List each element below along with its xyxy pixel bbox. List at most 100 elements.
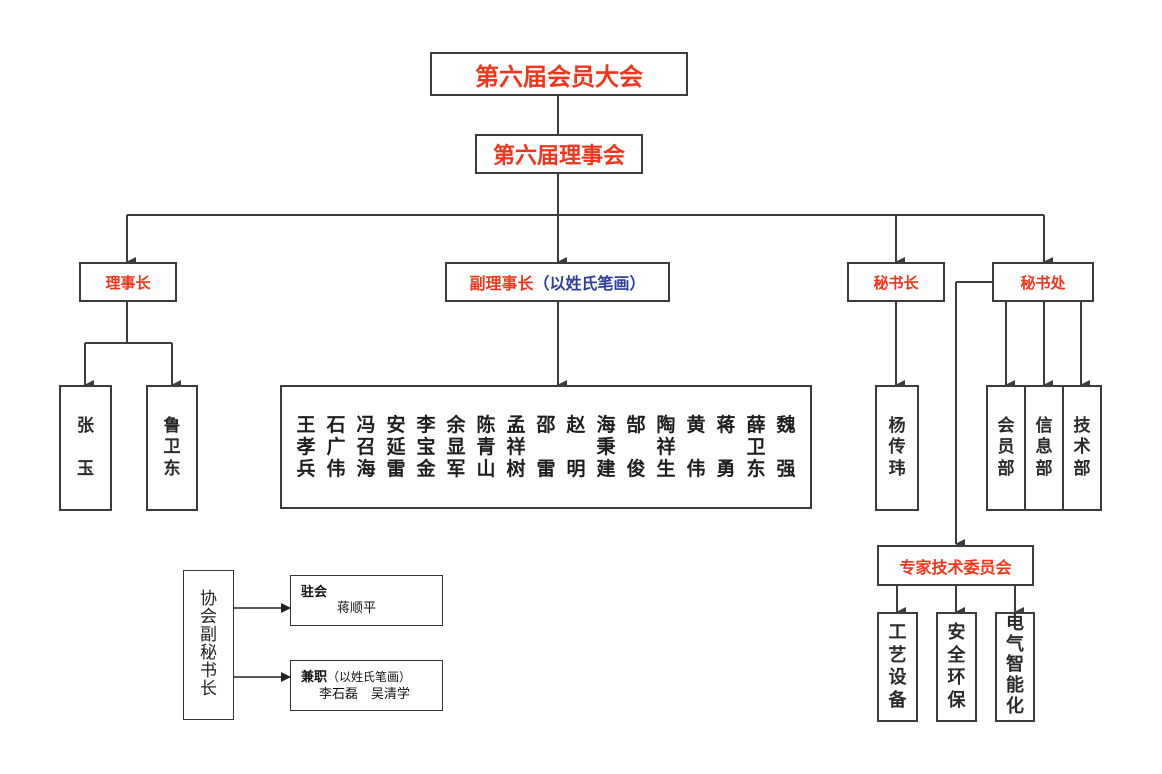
name-char: 伟 <box>326 458 346 480</box>
name-char: 王 <box>296 414 316 436</box>
name-char: 延 <box>386 436 406 458</box>
name-char: 兵 <box>296 458 316 480</box>
name-char: 卫 <box>746 436 766 458</box>
general-assembly-box: 第六届会员大会 <box>430 52 688 96</box>
deputy-label-char: 长 <box>200 678 217 699</box>
name-char: 军 <box>446 458 466 480</box>
vice-chairman-note: （以姓氏笔画） <box>533 274 646 293</box>
expert-group-box: 工 艺 设 备 <box>877 612 918 722</box>
expert-committee-label: 专家技术委员会 <box>899 557 1012 577</box>
vice-chairman-name: 赵明 <box>562 414 590 480</box>
chairman-label: 理事长 <box>105 273 151 292</box>
chairman-member-box: 张 玉 <box>59 385 112 511</box>
vice-chairman-name: 余显军 <box>442 414 470 480</box>
deputy-label-char: 秘 <box>200 643 217 663</box>
name-char: 树 <box>506 458 526 480</box>
department-info-box: 信 息 部 <box>1024 385 1064 511</box>
part-time-deputy-box: 兼职（以姓氏笔画） 李石磊 吴清学 <box>290 660 443 711</box>
group-char: 备 <box>888 689 907 711</box>
vice-chairman-name: 黄伟 <box>682 414 710 480</box>
deputy-label-char: 书 <box>200 660 217 681</box>
vice-chairman-name: 李宝金 <box>412 414 440 480</box>
member-char: 东 <box>163 458 181 479</box>
resident-label: 驻会 <box>301 585 328 600</box>
part-time-note: （以姓氏笔画） <box>327 670 412 684</box>
dept-char: 部 <box>1035 458 1053 479</box>
group-char: 安 <box>947 622 966 643</box>
vice-chairman-name: 陈青山 <box>472 414 500 480</box>
group-char: 化 <box>1006 695 1024 717</box>
name-char: 郜 <box>626 414 646 436</box>
name-char: 邵 <box>536 414 556 436</box>
name-char: 蒋 <box>716 414 736 436</box>
group-char: 全 <box>947 644 966 666</box>
name-char: 黄 <box>686 414 706 436</box>
vice-chairman-name: 郜俊 <box>622 414 650 480</box>
name-char: 强 <box>776 458 796 480</box>
expert-group-box: 电 气 智 能 化 <box>995 612 1035 722</box>
name-char: 薛 <box>746 414 766 436</box>
expert-committee-box: 专家技术委员会 <box>877 545 1034 586</box>
name-char: 明 <box>566 458 586 480</box>
vice-chairman-box: 副理事长 （以姓氏笔画） <box>445 262 670 302</box>
name-char: 伟 <box>686 458 706 480</box>
name-char: 青 <box>476 436 496 458</box>
vice-chairman-name: 海秉建 <box>592 414 620 480</box>
name-char: 生 <box>656 458 676 480</box>
member-char: 玮 <box>888 458 906 479</box>
resident-deputy-box: 驻会 蒋顺平 <box>290 575 443 626</box>
group-char: 智 <box>1006 654 1024 676</box>
general-assembly-title: 第六届会员大会 <box>475 62 643 91</box>
name-char: 安 <box>386 414 406 436</box>
dept-char: 部 <box>997 458 1015 479</box>
deputy-label-char: 协 <box>200 589 217 610</box>
vice-chairman-name: 蒋勇 <box>712 414 740 480</box>
name-char: 祥 <box>506 436 526 458</box>
dept-char: 部 <box>1073 458 1091 479</box>
name-char: 石 <box>326 414 346 436</box>
name-char: 陈 <box>476 414 496 436</box>
name-char: 雷 <box>386 458 406 480</box>
dept-char: 会 <box>997 416 1015 437</box>
dept-char: 信 <box>1035 416 1053 437</box>
deputy-label-char: 会 <box>200 607 217 628</box>
name-char: 俊 <box>626 458 646 480</box>
council-box: 第六届理事会 <box>475 134 643 174</box>
name-char: 宝 <box>416 436 436 458</box>
part-time-label: 兼职 <box>301 670 328 685</box>
group-char: 气 <box>1006 633 1024 655</box>
deputy-secretary-box: 协 会 副 秘 书 长 <box>183 570 234 720</box>
dept-char: 员 <box>997 437 1015 458</box>
dept-char: 技 <box>1073 416 1091 437</box>
group-char: 能 <box>1006 675 1024 697</box>
name-char: 孝 <box>296 436 316 458</box>
vice-chairman-name: 魏强 <box>772 414 800 480</box>
dept-char: 术 <box>1073 437 1091 458</box>
group-char: 艺 <box>888 644 907 666</box>
name-char: 建 <box>596 458 616 480</box>
name-char: 召 <box>356 436 376 458</box>
member-char: 鲁 <box>163 416 181 437</box>
vice-chairman-name: 陶祥生 <box>652 414 680 480</box>
secretary-general-member-box: 杨 传 玮 <box>875 385 919 511</box>
name-char: 海 <box>356 458 376 480</box>
vice-chairman-name: 孟祥树 <box>502 414 530 480</box>
council-title: 第六届理事会 <box>492 144 625 169</box>
secretary-general-label: 秘书长 <box>873 273 919 292</box>
name-char: 余 <box>446 414 466 436</box>
group-char: 电 <box>1006 613 1024 634</box>
name-char: 雷 <box>536 458 556 480</box>
name-char: 冯 <box>356 414 376 436</box>
vice-chairman-label: 副理事长 <box>469 274 534 293</box>
secretariat-label: 秘书处 <box>1020 273 1066 292</box>
name-char: 祥 <box>656 436 676 458</box>
member-char: 张 <box>77 415 94 436</box>
name-char: 山 <box>476 458 496 480</box>
name-char: 金 <box>416 458 436 480</box>
vice-chairman-name: 薛卫东 <box>742 414 770 480</box>
part-time-names: 李石磊 吴清学 <box>319 687 411 702</box>
name-char: 赵 <box>566 414 586 436</box>
vice-chairman-name: 石广伟 <box>322 414 350 480</box>
secretariat-box: 秘书处 <box>992 262 1094 302</box>
